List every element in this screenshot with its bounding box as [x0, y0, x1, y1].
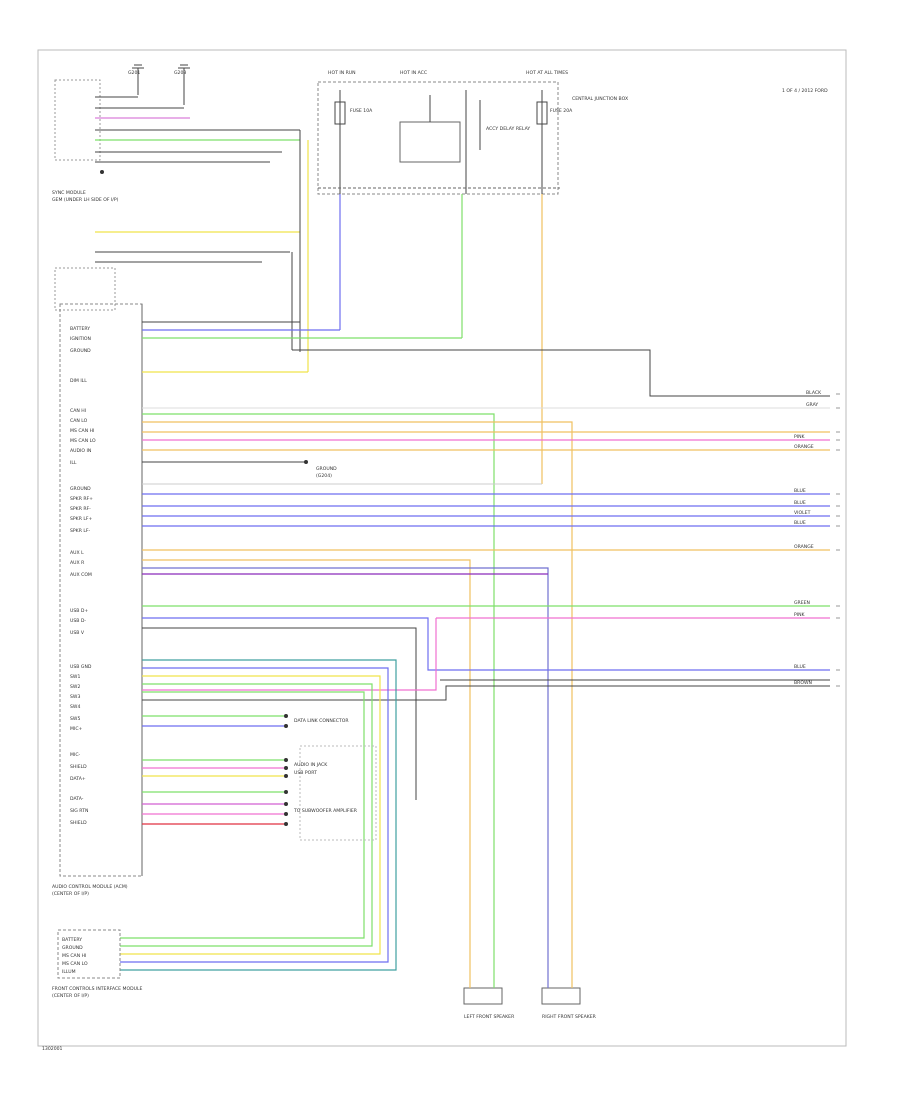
pin-label: AUX COM [70, 572, 92, 578]
power-distribution-box [54, 231, 300, 311]
pin-label: SHIELD [70, 764, 87, 770]
fcim-loop-wires [120, 659, 397, 971]
ground-callout-sub: (G204) [316, 473, 332, 479]
fcim-pin-label: MS CAN LO [62, 961, 88, 967]
pin-label: DIM ILL [70, 378, 87, 384]
radio-wires [142, 321, 830, 940]
wire-color-label: BLUE [794, 664, 806, 670]
pin-label: AUX L [70, 550, 84, 556]
central-junction-box: HOT IN RUN HOT IN ACC HOT AT ALL TIMES F… [317, 70, 628, 195]
connector-subbox [299, 745, 377, 841]
lf-speaker-label: LEFT FRONT SPEAKER [464, 1014, 515, 1020]
wire-color-label: ORANGE [794, 544, 814, 550]
ground-label-2: G203 [174, 70, 186, 76]
pin-label: AUDIO IN [70, 448, 91, 454]
pin-label: GROUND [70, 348, 91, 354]
corner-note: 1 OF 4 / 2012 FORD [782, 88, 828, 94]
pin-label: MIC+ [70, 726, 83, 732]
pin-label: MS CAN LO [70, 438, 96, 444]
pin-label: MIC- [70, 752, 81, 758]
pin-label: USB GND [70, 664, 92, 670]
pin-label: SW1 [70, 674, 80, 680]
wire-color-label: PINK [794, 434, 806, 440]
radio-module-sub: (CENTER OF I/P) [52, 891, 89, 897]
ground-label-1: G201 [128, 70, 140, 76]
fcim-pin-label: GROUND [62, 945, 83, 951]
pin-label: SPKR LF- [70, 528, 91, 534]
wire-color-label: GREEN [794, 600, 810, 606]
fcim-sub: (CENTER OF I/P) [52, 993, 89, 999]
pin-label: DATA- [70, 796, 84, 802]
pin-label: BATTERY [70, 326, 90, 332]
fcim-pin-label: MS CAN HI [62, 953, 86, 959]
radio-pin-labels: BATTERY IGNITION GROUND DIM ILL CAN HI C… [70, 326, 96, 826]
splice-markers [284, 714, 288, 826]
fuse-hot-run: HOT IN RUN [328, 70, 356, 76]
note-usb: USB PORT [294, 770, 317, 776]
pin-label: AUX R [70, 560, 85, 566]
pin-label: MS CAN HI [70, 428, 94, 434]
pin-label: SHIELD [70, 820, 87, 826]
relay-label: ACCY DELAY RELAY [486, 126, 530, 132]
fuse-feed-wires [291, 130, 543, 484]
pin-label: ILL [70, 460, 77, 466]
note-audio-in: AUDIO IN JACK [294, 762, 328, 768]
pin-label: SW4 [70, 704, 80, 710]
fuse-a-label: FUSE 10A [350, 108, 373, 114]
pin-label: SPKR RF- [70, 506, 91, 512]
fuse-b-label: FUSE 20A [550, 108, 573, 114]
pin-label: USB V [70, 630, 85, 636]
wire-color-label: BROWN [794, 680, 812, 686]
diagram-frame [37, 49, 847, 1047]
wire-color-label: BLUE [794, 520, 806, 526]
radio-module-label: AUDIO CONTROL MODULE (ACM) [52, 884, 128, 890]
pin-label: SW5 [70, 716, 80, 722]
pin-label: SPKR RF+ [70, 496, 93, 502]
wire-color-label: BLUE [794, 488, 806, 494]
connector-ticks [836, 393, 840, 687]
wire-color-label: PINK [794, 612, 806, 618]
ground-symbols: G201 G203 [128, 64, 190, 105]
wire-color-label: BLACK [806, 390, 822, 396]
right-front-speaker: RIGHT FRONT SPEAKER [541, 940, 597, 1020]
front-controls-interface-module: BATTERY GROUND MS CAN HI MS CAN LO ILLUM… [52, 929, 143, 999]
cjb-label: CENTRAL JUNCTION BOX [572, 96, 628, 102]
fcim-label: FRONT CONTROLS INTERFACE MODULE [52, 986, 143, 992]
left-front-speaker: LEFT FRONT SPEAKER [463, 940, 515, 1020]
sync-module-label: SYNC MODULE [52, 190, 86, 196]
fuse-hot-acc: HOT IN ACC [400, 70, 427, 76]
pin-label: USB D- [70, 618, 86, 624]
pin-label: USB D+ [70, 608, 88, 614]
pin-label: GROUND [70, 486, 91, 492]
wire-color-label: ORANGE [794, 444, 814, 450]
pin-label: CAN LO [70, 418, 88, 424]
fcim-pin-label: BATTERY [62, 937, 82, 943]
rf-speaker-label: RIGHT FRONT SPEAKER [542, 1014, 597, 1020]
pin-label: SW2 [70, 684, 80, 690]
page-id: 1302001 [42, 1046, 63, 1052]
pin-label: SW3 [70, 694, 80, 700]
pin-label: SIG RTN [70, 808, 88, 814]
fcim-pin-label: ILLUM [62, 969, 76, 975]
note-data-link: DATA LINK CONNECTOR [294, 718, 349, 724]
pin-label: CAN HI [70, 408, 86, 414]
note-subwoofer: TO SUBWOOFER AMPLIFIER [293, 808, 358, 814]
ground-callout: GROUND [316, 466, 337, 472]
wire-color-label: VIOLET [794, 510, 811, 516]
wire-color-labels: BLACK GRAY PINK ORANGE BLUE BLUE VIOLET … [794, 390, 822, 686]
pin-label: IGNITION [70, 336, 91, 342]
audio-control-module: AUDIO CONTROL MODULE (ACM) (CENTER OF I/… [52, 303, 143, 897]
wire-color-label: BLUE [794, 500, 806, 506]
pin-label: SPKR LF+ [70, 516, 93, 522]
fuse-hot-all: HOT AT ALL TIMES [526, 70, 568, 76]
wire-color-label: GRAY [806, 402, 818, 408]
sync-module: SYNC MODULE GEM (UNDER LH SIDE OF I/P) [52, 79, 300, 203]
pin-label: DATA+ [70, 776, 86, 782]
sync-module-sub: GEM (UNDER LH SIDE OF I/P) [52, 197, 119, 203]
